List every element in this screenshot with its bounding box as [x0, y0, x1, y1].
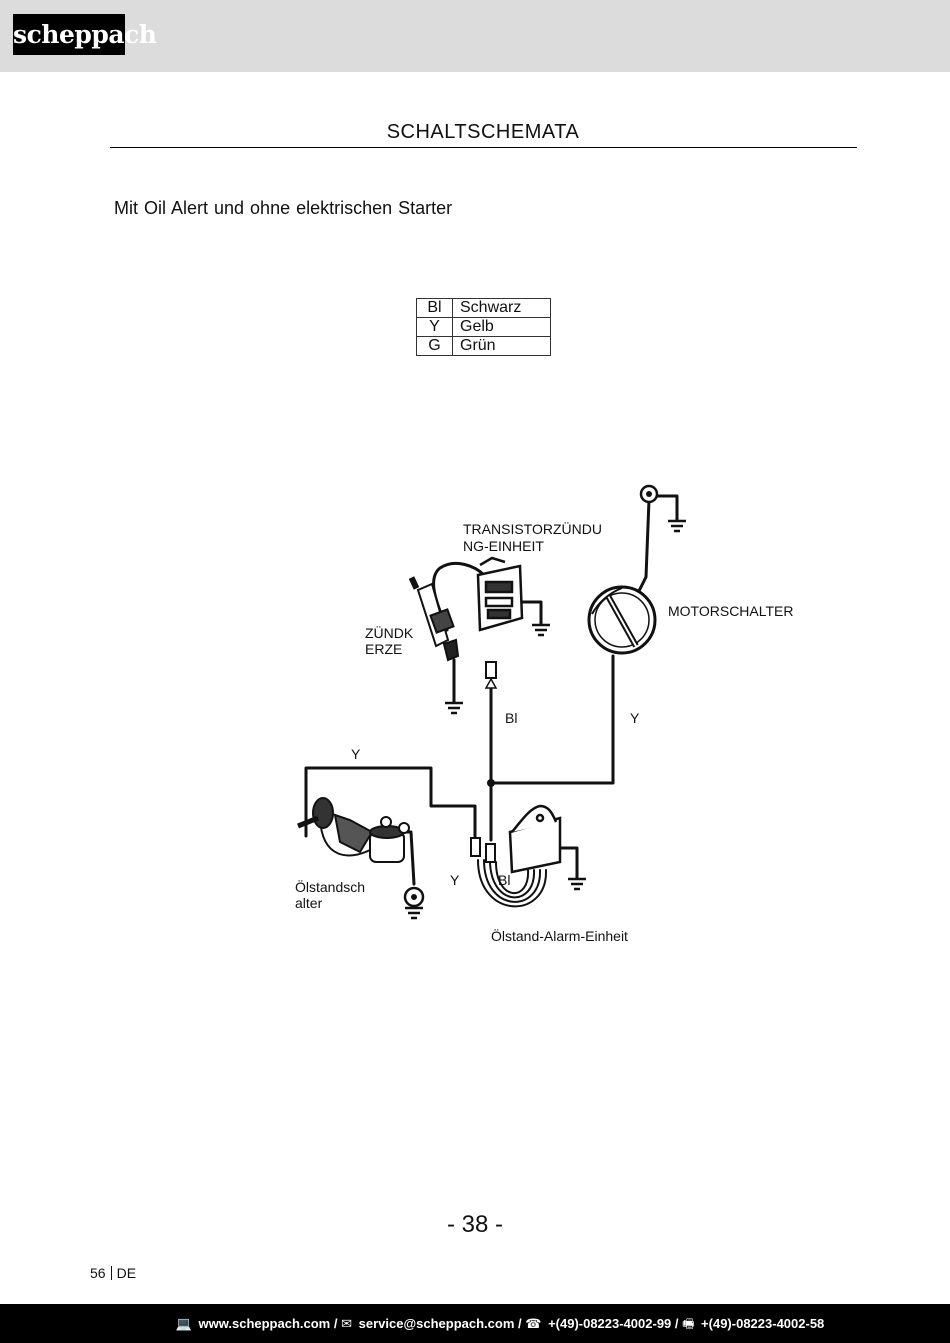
- spark-plug-icon: [408, 576, 460, 662]
- oil-switch-cable: [319, 817, 371, 857]
- footer-email-link[interactable]: service@scheppach.com /: [358, 1316, 522, 1331]
- ground-symbol-icon: [532, 623, 550, 637]
- page-ref-language: DE: [116, 1265, 137, 1281]
- wire-alarm-ground: [558, 846, 579, 880]
- computer-icon: 💻: [175, 1316, 192, 1331]
- ground-symbol-icon: [405, 906, 423, 920]
- connector: [485, 843, 496, 863]
- connector-arrow: [484, 677, 498, 689]
- wire-switch-ground: [634, 498, 651, 599]
- connector: [470, 837, 481, 857]
- phone-icon: ☎: [525, 1316, 542, 1331]
- label-spark-plug-1: ZÜNDK: [365, 625, 414, 641]
- footer-website-link[interactable]: www.scheppach.com /: [198, 1316, 338, 1331]
- label-ignition-unit-1: TRANSISTORZÜNDU: [463, 521, 602, 537]
- page-title: SCHALTSCHEMATA: [386, 121, 580, 143]
- title-divider: [110, 147, 857, 148]
- mail-icon: ✉: [341, 1316, 352, 1331]
- label-wire-y-bottom: Y: [450, 872, 460, 888]
- label-spark-plug-2: ERZE: [365, 641, 403, 657]
- label-wire-bl-bottom: Bl: [498, 872, 511, 888]
- header-bar: scheppach: [0, 0, 950, 72]
- label-oil-switch-1: Ölstandsch: [295, 879, 366, 895]
- label-wire-bl-top: Bl: [505, 710, 518, 726]
- label-wire-y-left: Y: [351, 746, 361, 762]
- oil-level-switch-icon: [297, 797, 410, 863]
- label-ignition-unit-2: NG-EINHEIT: [463, 538, 544, 554]
- oil-alarm-unit-icon: [508, 804, 562, 874]
- label-motor-switch: MOTORSCHALTER: [668, 603, 794, 619]
- label-wire-y-right: Y: [630, 710, 640, 726]
- footer-phone: +(49)-08223-4002-99 /: [548, 1316, 679, 1331]
- wire-ground-top: [656, 494, 679, 522]
- ground-symbol-icon: [668, 519, 686, 533]
- legend-row: G Grün: [416, 336, 551, 356]
- ignition-unit-icon: [476, 556, 524, 632]
- harness-loop: [477, 859, 548, 908]
- junction-dot: [487, 779, 495, 787]
- wire-ignition-ground: [518, 600, 543, 626]
- label-oil-alarm-unit: Ölstand-Alarm-Einheit: [491, 928, 628, 944]
- ground-symbol-icon: [445, 701, 463, 715]
- wire-y-switch: [489, 654, 615, 785]
- footer-bar: 💻 www.scheppach.com / ✉ service@scheppac…: [0, 1304, 950, 1343]
- section-subtitle: Mit Oil Alert und ohne elektrischen Star…: [114, 198, 453, 218]
- page-reference: 56 DE: [90, 1265, 136, 1281]
- color-legend-table: Bl Schwarz Y Gelb G Grün: [416, 298, 551, 356]
- label-oil-switch-2: alter: [295, 895, 323, 911]
- connector: [485, 661, 497, 679]
- page-number: - 38 -: [446, 1211, 503, 1238]
- footer-fax: +(49)-08223-4002-58: [701, 1316, 825, 1331]
- page-ref-separator: [110, 1266, 112, 1280]
- ground-symbol-icon: [568, 877, 586, 891]
- fax-icon: 🖷: [682, 1316, 695, 1331]
- page-ref-number: 56: [90, 1265, 106, 1281]
- wire-oil-ground: [402, 830, 416, 886]
- wire-y-oil: [304, 766, 477, 842]
- motor-switch-icon: [587, 585, 657, 655]
- legend-color: Grün: [452, 336, 551, 356]
